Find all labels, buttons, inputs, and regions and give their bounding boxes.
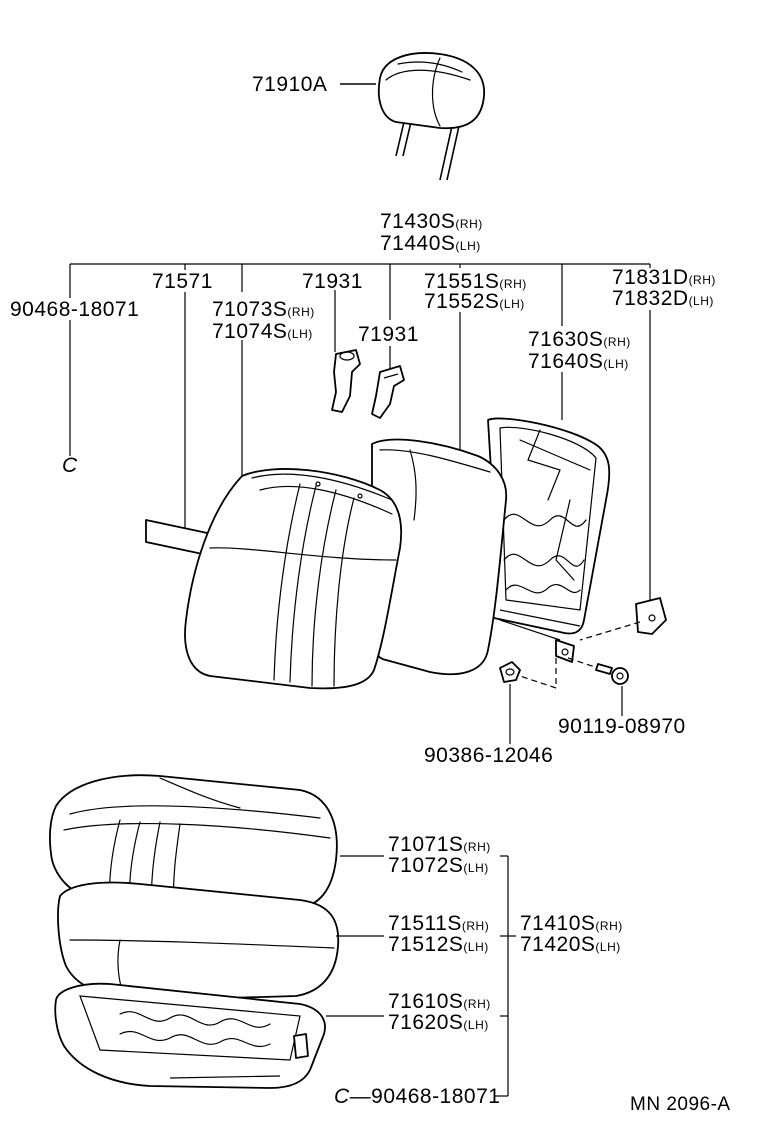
label-bracket-rh: 71831D(RH): [612, 266, 716, 289]
cushion-cover-drawing: [49, 774, 338, 911]
headrest-drawing: [377, 52, 485, 181]
label-cushion-assy-rh: 71410S(RH): [520, 912, 623, 935]
label-cushion-frame-rh: 71610S(RH): [388, 990, 491, 1013]
label-headrest: 71910A: [252, 73, 327, 96]
support-b-drawing: [371, 365, 405, 419]
label-cushion-cover-lh: 71072S(LH): [388, 854, 489, 877]
label-support-a: 71931: [302, 270, 363, 293]
label-clip-left: 90468-18071: [10, 298, 139, 321]
label-support-b: 71931: [358, 323, 419, 346]
label-bolt: 90119-08970: [558, 715, 686, 738]
label-bar: 71571: [152, 270, 213, 293]
diagram-id: MN 2096-A: [630, 1094, 731, 1115]
label-seatback-assy-lh: 71440S(LH): [380, 232, 481, 255]
dash-nut: [519, 648, 557, 689]
label-cushion-pad-rh: 71511S(RH): [388, 912, 489, 935]
label-clip-bottom: C—90468-18071: [334, 1085, 500, 1108]
label-seatback-frame-lh: 71640S(LH): [528, 350, 629, 373]
label-seatback-pad-rh: 71551S(RH): [424, 270, 527, 293]
label-cushion-pad-lh: 71512S(LH): [388, 933, 489, 956]
support-a-drawing: [331, 349, 361, 413]
dash-bolt: [567, 657, 611, 673]
seatback-cover-drawing: [184, 468, 403, 690]
dash-bracket: [579, 621, 641, 641]
label-cushion-assy-lh: 71420S(LH): [520, 933, 621, 956]
nut-drawing: [499, 661, 521, 683]
seatback-bracket-lines: [69, 263, 651, 600]
cushion-bracket-lines: [494, 855, 516, 1097]
cushion-frame-drawing: [54, 982, 326, 1089]
bracket-drawing: [635, 597, 667, 635]
seatback-pad-drawing: [370, 438, 508, 676]
seatback-frame-drawing: [487, 417, 611, 663]
cushion-pad-drawing: [57, 881, 340, 1001]
label-seatback-assy-rh: 71430S(RH): [380, 210, 483, 233]
label-seatback-cover-lh: 71074S(LH): [212, 320, 313, 343]
label-nut: 90386-12046: [424, 744, 553, 767]
label-seatback-pad-lh: 71552S(LH): [424, 290, 525, 313]
label-cushion-frame-lh: 71620S(LH): [388, 1011, 489, 1034]
label-bracket-lh: 71832D(LH): [612, 287, 714, 310]
label-cushion-cover-rh: 71071S(RH): [388, 833, 491, 856]
bolt-drawing: [595, 663, 629, 685]
label-seatback-frame-rh: 71630S(RH): [528, 328, 631, 351]
clip-symbol-upper: C: [62, 454, 78, 477]
label-seatback-cover-rh: 71073S(RH): [212, 298, 315, 321]
